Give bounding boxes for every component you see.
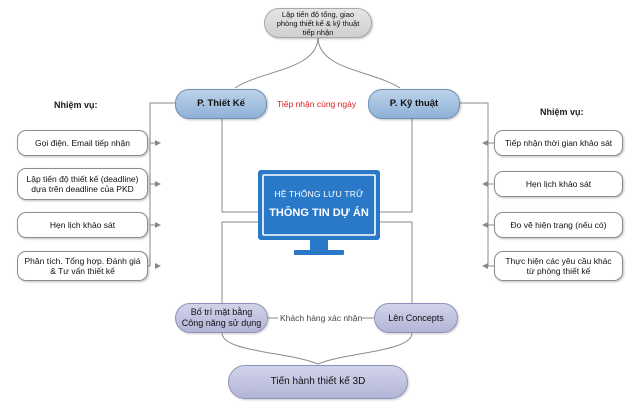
receive-same-day-label: Tiếp nhận cùng ngày <box>277 99 357 109</box>
storage-title: HỆ THỐNG LƯU TRỮ <box>274 189 364 199</box>
connector-top-tech <box>317 36 401 89</box>
connector-concepts-monitor <box>378 221 413 303</box>
left-task-1: Gọi điện. Email tiếp nhận <box>17 130 148 156</box>
concepts-node: Lên Concepts <box>374 303 458 333</box>
monitor-base <box>294 250 344 255</box>
storage-main: THÔNG TIN DỰ ÁN <box>269 207 369 219</box>
right-task-4: Thực hiện các yêu cầu khác từ phòng thiế… <box>494 251 623 281</box>
customer-confirm-label: Khách hàng xác nhận <box>280 313 363 323</box>
right-task-2: Hẹn lịch khảo sát <box>494 171 623 197</box>
left-task-4: Phân tích. Tổng hợp. Đánh giá & Tư vấn t… <box>17 251 148 281</box>
connector-layout-3d <box>221 332 319 365</box>
monitor-graphic <box>258 170 380 255</box>
connector-concepts-3d <box>317 332 413 365</box>
top-node: Lập tiến độ tổng, giao phòng thiết kế & … <box>264 8 372 38</box>
dept-design-node: P. Thiết Kế <box>175 89 267 119</box>
left-task-2: Lập tiến độ thiết kế (deadline) dựa trên… <box>17 168 148 200</box>
design-3d-node: Tiến hành thiết kế 3D <box>228 365 408 399</box>
left-tasks-title: Nhiệm vụ: <box>54 100 98 110</box>
right-bracket <box>460 102 489 266</box>
top-node-text: Lập tiến độ tổng, giao phòng thiết kế & … <box>276 9 360 37</box>
right-task-3: Đo vẽ hiện trạng (nếu có) <box>494 212 623 238</box>
connector-tech-monitor <box>378 117 413 213</box>
connector-top-design <box>234 36 319 89</box>
left-task-3: Hẹn lịch khảo sát <box>17 212 148 238</box>
monitor-neck <box>310 240 328 250</box>
monitor-icon: HỆ THỐNG LƯU TRỮ THÔNG TIN DỰ ÁN <box>258 170 380 256</box>
right-task-1: Tiếp nhận thời gian khảo sát <box>494 130 623 156</box>
monitor-frame <box>258 170 380 240</box>
dept-design-label: P. Thiết Kế <box>197 98 245 110</box>
connector-layout-monitor <box>221 221 258 303</box>
dept-tech-node: P. Kỹ thuật <box>368 89 460 119</box>
monitor-screen <box>262 174 376 236</box>
layout-node: Bố trí mặt bằng Công năng sử dụng <box>175 303 268 333</box>
connector-design-monitor <box>221 117 258 213</box>
right-tasks-title: Nhiệm vụ: <box>540 107 584 117</box>
dept-tech-label: P. Kỹ thuật <box>389 98 439 110</box>
